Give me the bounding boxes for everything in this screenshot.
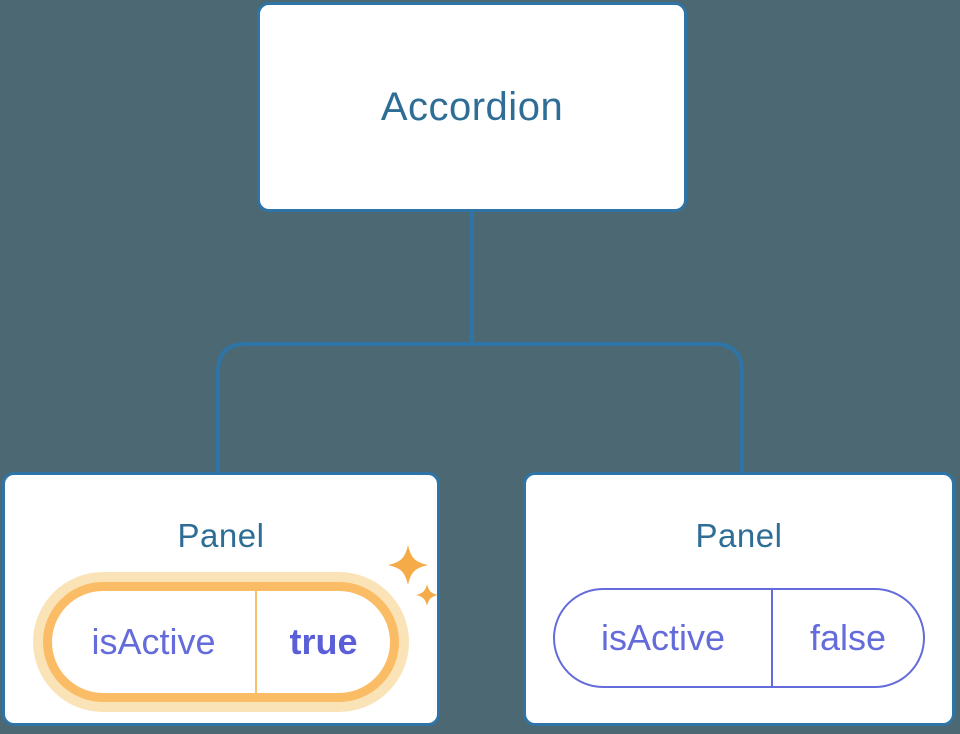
- panel-node-inactive: Panel isActive false: [523, 472, 955, 726]
- state-value-label: false: [809, 617, 887, 658]
- state-pill-active: isActive true: [43, 582, 399, 702]
- state-key-label: isActive: [600, 617, 726, 658]
- connector-branch: [216, 342, 744, 472]
- accordion-label: Accordion: [380, 84, 564, 129]
- pill-divider: [771, 590, 773, 686]
- sparkles-icon: [388, 545, 438, 606]
- state-value-label: true: [289, 621, 358, 662]
- pill-divider: [255, 591, 257, 693]
- panel-label: Panel: [695, 517, 783, 554]
- state-pill-inactive: isActive false: [553, 588, 925, 688]
- panel-label: Panel: [177, 517, 265, 554]
- state-key-label: isActive: [91, 621, 216, 662]
- panel-node-active: Panel isActive true: [2, 472, 440, 726]
- accordion-node: Accordion: [257, 2, 687, 212]
